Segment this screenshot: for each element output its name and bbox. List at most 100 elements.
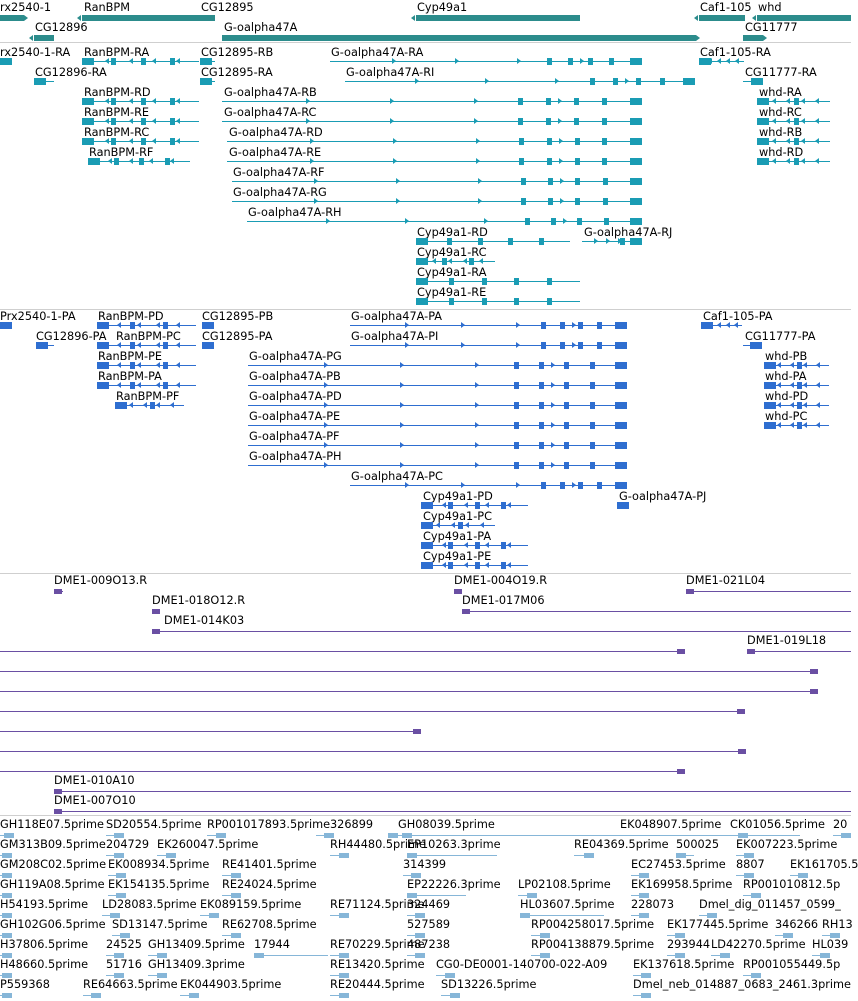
feature-glyph[interactable] [200,57,215,67]
feature-glyph[interactable] [743,77,763,87]
feature-label[interactable]: G-oalpha47A-PG [249,350,342,363]
feature-glyph[interactable] [248,401,627,411]
feature-glyph[interactable] [757,157,830,167]
feature-label[interactable]: G-oalpha47A-PC [351,470,443,483]
feature-glyph[interactable] [248,441,627,451]
feature-label[interactable]: RH13 [822,918,853,931]
feature-glyph[interactable] [764,401,829,411]
feature-label[interactable]: CG12895-PA [202,330,273,343]
feature-glyph[interactable] [345,77,695,87]
feature-label[interactable]: DME1-007O10 [54,794,136,807]
feature-label[interactable]: Cyp49a1-RA [417,266,487,279]
feature-label[interactable]: H37806.5prime [0,938,89,951]
feature-glyph[interactable] [0,667,818,677]
feature-label[interactable]: G-oalpha47A-RA [331,46,424,59]
feature-label[interactable]: RE24024.5prime [222,878,317,891]
feature-glyph[interactable] [157,851,176,861]
feature-label[interactable]: RE62708.5prime [222,918,317,931]
feature-label[interactable]: GH118E07.5prime [0,818,105,831]
feature-glyph[interactable] [0,747,746,757]
feature-glyph[interactable] [77,13,200,23]
feature-label[interactable]: H48660.5prime [0,958,89,971]
feature-glyph[interactable] [711,951,730,961]
feature-glyph[interactable] [757,97,830,107]
feature-label[interactable]: EK089159.5prime [200,898,302,911]
feature-glyph[interactable] [0,13,28,23]
feature-label[interactable]: Prx2540-1-PA [0,310,76,323]
feature-label[interactable]: 24525 [106,938,142,951]
feature-glyph[interactable] [531,951,550,961]
feature-label[interactable]: Cyp49a1-RE [417,286,487,299]
feature-glyph[interactable] [407,931,425,941]
feature-glyph[interactable] [407,891,466,901]
feature-glyph[interactable] [108,871,126,881]
feature-label[interactable]: G-oalpha47A-PD [249,390,342,403]
feature-glyph[interactable] [200,911,219,921]
feature-label[interactable]: Caf1-105 [700,1,752,14]
feature-label[interactable]: 293944 [667,938,711,951]
feature-glyph[interactable] [633,991,651,1001]
feature-label[interactable]: RanBPM-RC [84,126,150,139]
feature-label[interactable]: G-oalpha47A-PJ [619,490,707,503]
feature-glyph[interactable] [0,647,685,657]
feature-label[interactable]: P559368 [0,978,50,991]
feature-glyph[interactable] [699,57,744,67]
feature-glyph[interactable] [82,97,199,107]
feature-label[interactable]: LD28083.5prime [102,898,197,911]
feature-glyph[interactable] [222,891,241,901]
feature-label[interactable]: Cyp49a1-PE [423,550,492,563]
feature-label[interactable]: RanBPM-PF [116,390,180,403]
feature-glyph[interactable] [0,931,12,941]
feature-glyph[interactable] [790,871,808,881]
feature-label[interactable]: EK154135.5prime [108,878,210,891]
feature-label[interactable]: rx2540-1 [0,1,52,14]
feature-label[interactable]: 346266 [775,918,819,931]
feature-glyph[interactable] [200,77,215,87]
feature-glyph[interactable] [29,33,54,43]
feature-glyph[interactable] [248,361,627,371]
feature-label[interactable]: SD13147.5prime [112,918,208,931]
feature-glyph[interactable] [701,321,742,331]
feature-glyph[interactable] [667,931,685,941]
feature-glyph[interactable] [421,501,528,511]
feature-glyph[interactable] [202,341,214,351]
feature-glyph[interactable] [222,871,241,881]
feature-label[interactable]: CG12895-RA [201,66,273,79]
feature-glyph[interactable] [403,871,421,881]
feature-glyph[interactable] [757,137,830,147]
feature-label[interactable]: G-oalpha47A-PH [249,450,342,463]
feature-glyph[interactable] [747,647,851,657]
feature-glyph[interactable] [407,851,497,861]
feature-glyph[interactable] [582,237,642,247]
feature-glyph[interactable] [436,971,455,981]
feature-label[interactable]: Cyp49a1-RC [417,246,487,259]
feature-glyph[interactable] [330,971,349,981]
feature-label[interactable]: G-oalpha47A-PI [351,330,439,343]
feature-label[interactable]: whd-RB [759,126,803,139]
feature-glyph[interactable] [152,627,851,637]
feature-glyph[interactable] [350,321,627,331]
feature-glyph[interactable] [0,727,421,737]
feature-glyph[interactable] [416,257,495,267]
feature-glyph[interactable] [330,851,349,861]
feature-label[interactable]: Caf1-105-PA [703,310,773,323]
feature-glyph[interactable] [764,421,829,431]
feature-label[interactable]: G-oalpha47A-RC [224,106,317,119]
feature-label[interactable]: GH102G06.5prime [0,918,106,931]
feature-label[interactable]: DME1-004O19.R [454,574,548,587]
feature-glyph[interactable] [0,971,12,981]
feature-glyph[interactable] [407,951,425,961]
feature-glyph[interactable] [764,361,829,371]
feature-glyph[interactable] [82,137,199,147]
feature-glyph[interactable] [248,381,627,391]
feature-label[interactable]: CG11777-RA [745,66,817,79]
feature-glyph[interactable] [83,991,101,1001]
feature-label[interactable]: 500025 [676,838,720,851]
feature-glyph[interactable] [207,831,226,841]
feature-label[interactable]: RanBPM-RE [84,106,150,119]
feature-glyph[interactable] [115,401,184,411]
feature-label[interactable]: EP22226.3prime [407,878,501,891]
feature-glyph[interactable] [454,587,462,597]
feature-glyph[interactable] [254,951,328,961]
feature-label[interactable]: GH119A08.5prime [0,878,105,891]
